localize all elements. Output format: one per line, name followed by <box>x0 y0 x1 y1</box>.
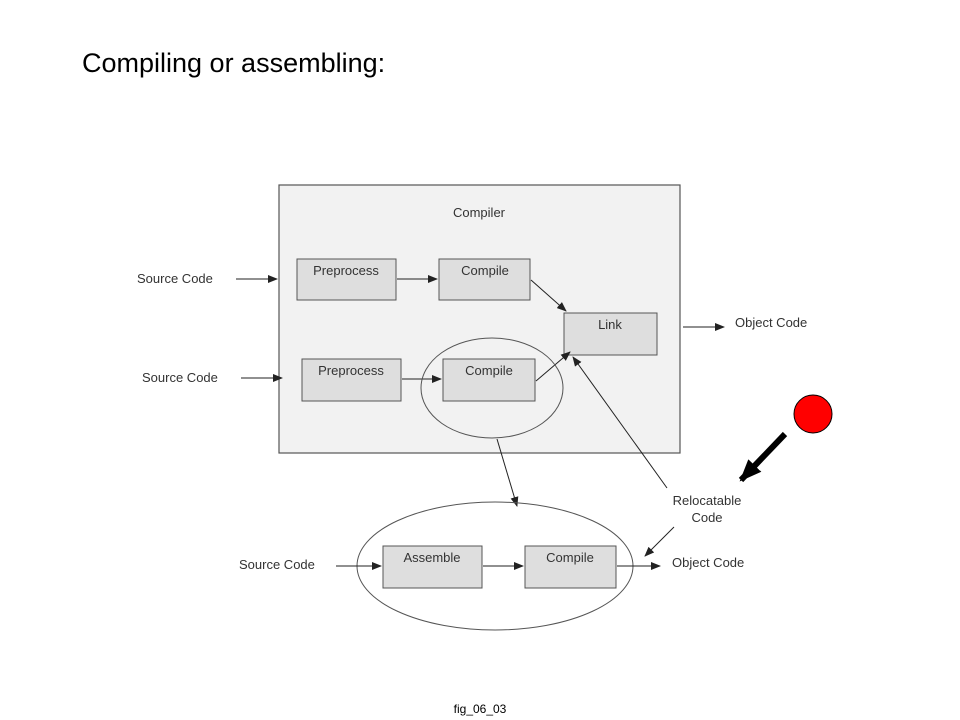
preprocess-box-1 <box>296 258 397 301</box>
preprocess-label-2: Preprocess <box>318 363 384 378</box>
preprocess-box-2 <box>301 358 402 402</box>
arrow-compile2-to-link <box>535 351 571 382</box>
pointer-arrow-to-relocatable <box>738 431 788 483</box>
link-box <box>563 312 658 356</box>
compile-label-2: Compile <box>465 363 513 378</box>
compile-box-2 <box>442 358 536 402</box>
relocatable-label-line1: Relocatable <box>673 493 742 508</box>
object-code-label-bottom: Object Code <box>672 555 744 570</box>
highlight-ellipse-compile <box>420 337 564 439</box>
arrow-ellipse-to-assemble-group <box>496 438 519 507</box>
red-dot-marker <box>793 394 833 434</box>
compile-label-1: Compile <box>461 263 509 278</box>
figure-caption: fig_06_03 <box>453 702 507 716</box>
link-label: Link <box>598 317 622 332</box>
compile-box-1 <box>438 258 531 301</box>
arrow-relocatable-to-object-code <box>644 526 675 557</box>
source-code-label-2: Source Code <box>142 370 218 385</box>
object-code-label-top: Object Code <box>735 315 807 330</box>
compile-box-3 <box>524 545 617 589</box>
preprocess-label-1: Preprocess <box>313 263 379 278</box>
compile-label-3: Compile <box>546 550 594 565</box>
assemble-box <box>382 545 483 589</box>
slide-title: Compiling or assembling: <box>82 48 386 78</box>
source-code-label-3: Source Code <box>239 557 315 572</box>
relocatable-label-line2: Code <box>691 510 722 525</box>
source-code-label-1: Source Code <box>137 271 213 286</box>
assemble-label: Assemble <box>403 550 460 565</box>
compiler-label: Compiler <box>453 205 506 220</box>
arrow-relocatable-to-link <box>572 356 668 489</box>
arrow-compile1-to-link <box>530 279 567 312</box>
